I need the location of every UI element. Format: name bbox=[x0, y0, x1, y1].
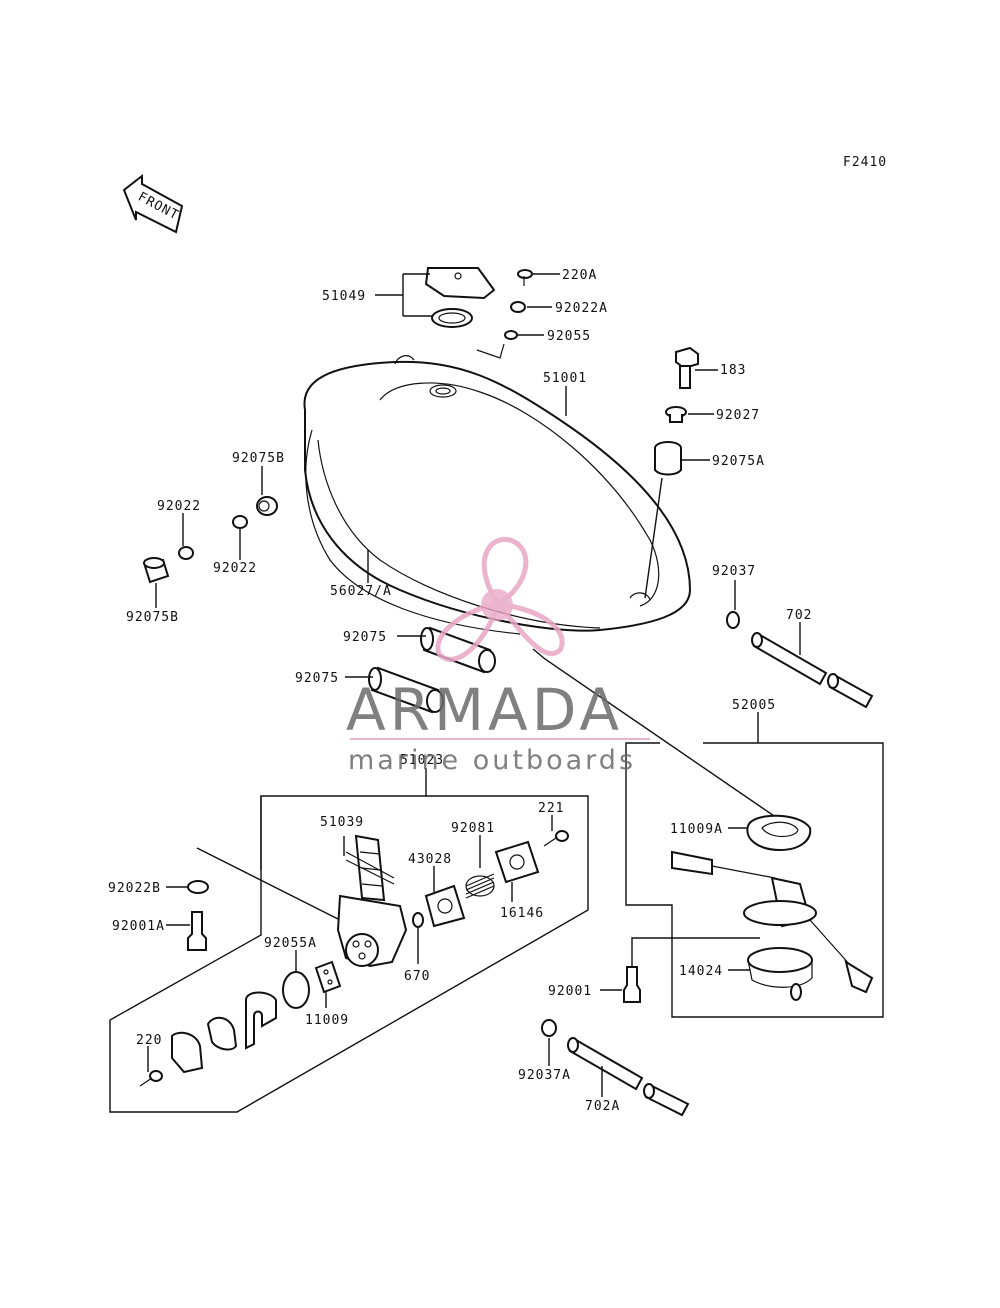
propeller-logo-icon bbox=[435, 536, 565, 662]
fuel-gauge-unit bbox=[671, 850, 874, 994]
filler-cap-plate bbox=[424, 267, 496, 328]
label-92001: 92001 bbox=[548, 984, 592, 999]
label-183: 183 bbox=[720, 363, 746, 378]
collar-92027 bbox=[665, 406, 687, 423]
label-670: 670 bbox=[404, 969, 430, 984]
label-702: 702 bbox=[786, 608, 812, 623]
label-14024: 14024 bbox=[679, 964, 723, 979]
fuel-cock-body bbox=[336, 894, 408, 968]
gasket-11009 bbox=[314, 960, 342, 994]
label-92075-lower: 92075 bbox=[295, 671, 339, 686]
label-16146: 16146 bbox=[500, 906, 544, 921]
label-11009A: 11009A bbox=[670, 822, 723, 837]
washer-92022-mid bbox=[232, 515, 248, 529]
label-92075B-upper: 92075B bbox=[232, 451, 285, 466]
label-92055: 92055 bbox=[547, 329, 591, 344]
label-51049: 51049 bbox=[322, 289, 366, 304]
label-92027: 92027 bbox=[716, 408, 760, 423]
washer-92022-left bbox=[178, 546, 194, 560]
spring-92081 bbox=[465, 873, 495, 899]
figure-code: F2410 bbox=[843, 155, 887, 170]
label-92022-left: 92022 bbox=[157, 499, 201, 514]
cover-43028 bbox=[424, 884, 466, 928]
watermark: ARMADA marine outboards bbox=[346, 536, 650, 776]
oring-670 bbox=[412, 912, 424, 928]
label-43028: 43028 bbox=[408, 852, 452, 867]
damper-92075-lower bbox=[368, 666, 444, 714]
hose-702A bbox=[567, 1037, 690, 1117]
label-52005: 52005 bbox=[732, 698, 776, 713]
label-11009: 11009 bbox=[305, 1013, 349, 1028]
front-arrow-icon: FRONT bbox=[122, 173, 184, 234]
oring-92055A bbox=[282, 971, 310, 1009]
label-56027A: 56027/A bbox=[330, 584, 392, 599]
label-221: 221 bbox=[538, 801, 564, 816]
label-92075A: 92075A bbox=[712, 454, 765, 469]
label-92081: 92081 bbox=[451, 821, 495, 836]
screw-220 bbox=[139, 1070, 163, 1087]
label-92001A: 92001A bbox=[112, 919, 165, 934]
fitting-92001A bbox=[187, 911, 207, 951]
label-92022B: 92022B bbox=[108, 881, 161, 896]
gasket-11009A bbox=[746, 814, 812, 852]
clip-92037 bbox=[726, 611, 740, 629]
diaphragm-16146 bbox=[494, 840, 540, 884]
fuel-tank bbox=[303, 355, 692, 635]
label-220: 220 bbox=[136, 1033, 162, 1048]
watermark-tagline: marine outboards bbox=[348, 745, 636, 776]
strainer-parts bbox=[171, 991, 277, 1074]
damper-92075B-upper bbox=[256, 496, 278, 516]
washer-92022A bbox=[510, 301, 526, 313]
label-92022-mid: 92022 bbox=[213, 561, 257, 576]
clip-92037A bbox=[541, 1019, 557, 1037]
bolt-183 bbox=[675, 346, 699, 389]
label-92075B-lower: 92075B bbox=[126, 610, 179, 625]
label-92037A: 92037A bbox=[518, 1068, 571, 1083]
label-92037: 92037 bbox=[712, 564, 756, 579]
oring-92055 bbox=[504, 330, 518, 340]
band-14024 bbox=[747, 947, 813, 1001]
label-92022A: 92022A bbox=[555, 301, 608, 316]
fitting-92001 bbox=[623, 966, 641, 1003]
label-51039: 51039 bbox=[320, 815, 364, 830]
label-51023: 51023 bbox=[400, 753, 444, 768]
label-51001: 51001 bbox=[543, 371, 587, 386]
watermark-brand: ARMADA bbox=[346, 676, 623, 744]
damper-92075B-lower bbox=[143, 557, 170, 584]
label-702A: 702A bbox=[585, 1099, 620, 1114]
label-92075-upper: 92075 bbox=[343, 630, 387, 645]
label-220A: 220A bbox=[562, 268, 597, 283]
screw-220A bbox=[517, 269, 533, 286]
damper-92075A bbox=[654, 441, 682, 476]
hose-702 bbox=[751, 632, 874, 709]
washer-92022B bbox=[187, 880, 209, 894]
screw-221 bbox=[543, 830, 569, 847]
label-92055A: 92055A bbox=[264, 936, 317, 951]
lever-51039 bbox=[345, 834, 395, 902]
